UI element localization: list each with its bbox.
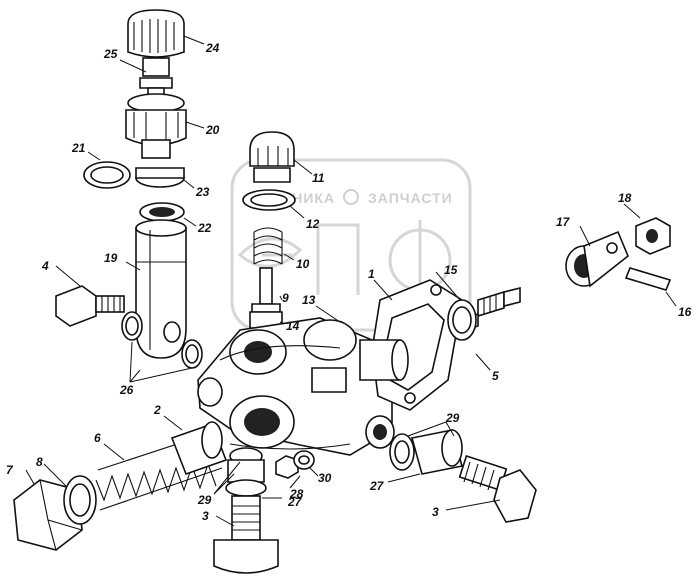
callout-24: 24	[205, 41, 220, 55]
bolt-3-right	[458, 455, 537, 523]
callout-30: 30	[318, 471, 332, 485]
washer-30	[293, 450, 315, 470]
cap-24	[127, 9, 185, 77]
leader-lines	[25, 35, 677, 527]
callout-18: 18	[618, 191, 632, 205]
nut-28	[275, 455, 299, 479]
callout-2: 2	[153, 403, 161, 417]
plug-11	[249, 131, 295, 183]
callout-20: 20	[205, 123, 220, 137]
washers-26	[121, 311, 203, 369]
callout-3-right: 3	[432, 505, 439, 519]
callout-15: 15	[444, 263, 458, 277]
washer-12	[242, 189, 296, 211]
callout-labels: 24 25 20 21 23 22 19 4 26 11 12 10 9 14 …	[6, 41, 692, 523]
callout-3-center: 3	[202, 509, 209, 523]
callout-13: 13	[302, 293, 316, 307]
valve-9	[251, 267, 281, 313]
callout-28: 28	[289, 487, 304, 501]
callout-7: 7	[6, 463, 14, 477]
callout-8: 8	[36, 455, 43, 469]
callout-17: 17	[556, 215, 571, 229]
callout-21: 21	[71, 141, 86, 155]
pin-16	[624, 267, 672, 291]
callout-12: 12	[306, 217, 320, 231]
callout-27-center: 27	[287, 495, 303, 509]
washer-21	[83, 161, 131, 189]
bolt-3-center	[213, 447, 279, 574]
sleeve-19	[135, 219, 187, 359]
pipe-stub	[359, 339, 409, 381]
callout-14: 14	[286, 319, 300, 333]
washer-8	[63, 475, 97, 525]
spring-10	[253, 227, 283, 265]
nut-23-top	[135, 167, 185, 188]
callout-5: 5	[492, 369, 499, 383]
gear-logo-icon	[343, 189, 359, 205]
callout-29-left: 29	[197, 493, 212, 507]
watermark-right-text: ЗАПЧАСТИ	[368, 190, 453, 206]
callout-29-right: 29	[445, 411, 460, 425]
nut-18	[635, 217, 671, 255]
callout-4: 4	[41, 259, 49, 273]
bolt-4	[55, 285, 125, 327]
callout-16: 16	[678, 305, 692, 319]
callout-23-top: 23	[195, 185, 210, 199]
callout-1: 1	[368, 267, 375, 281]
callout-10: 10	[296, 257, 310, 271]
washer-5	[447, 299, 477, 341]
washer-22	[139, 202, 185, 222]
sleeve-27-right	[410, 429, 464, 475]
sleeve-2	[170, 421, 228, 476]
lever-17	[565, 230, 629, 288]
callout-25: 25	[103, 47, 118, 61]
main-body	[197, 317, 395, 456]
callout-9: 9	[282, 291, 289, 305]
callout-19: 19	[104, 251, 118, 265]
washer-29-right	[389, 433, 415, 471]
callout-6: 6	[94, 431, 101, 445]
callout-11: 11	[312, 171, 325, 185]
callout-27-right: 27	[369, 479, 385, 493]
callout-26: 26	[119, 383, 134, 397]
body-20	[125, 93, 187, 159]
callout-22: 22	[197, 221, 212, 235]
